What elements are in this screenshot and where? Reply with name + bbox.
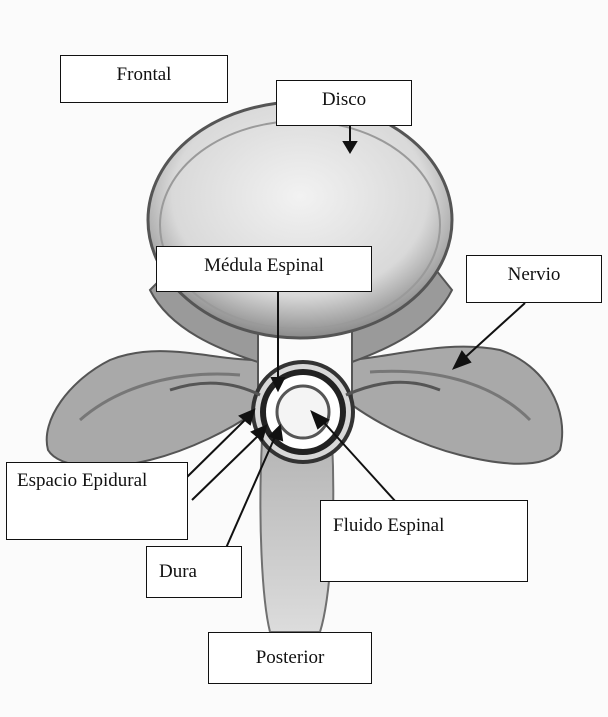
spinal-cord xyxy=(277,386,329,438)
label-posterior: Posterior xyxy=(208,632,372,684)
left-transverse-process xyxy=(47,351,258,466)
label-medula-espinal: Médula Espinal xyxy=(156,246,372,292)
disc-body xyxy=(148,102,452,338)
label-nervio: Nervio xyxy=(466,255,602,303)
label-espacio-epidural: Espacio Epidural xyxy=(6,462,188,540)
label-fluido-espinal: Fluido Espinal xyxy=(320,500,528,582)
label-disco: Disco xyxy=(276,80,412,126)
label-frontal: Frontal xyxy=(60,55,228,103)
label-dura: Dura xyxy=(146,546,242,598)
